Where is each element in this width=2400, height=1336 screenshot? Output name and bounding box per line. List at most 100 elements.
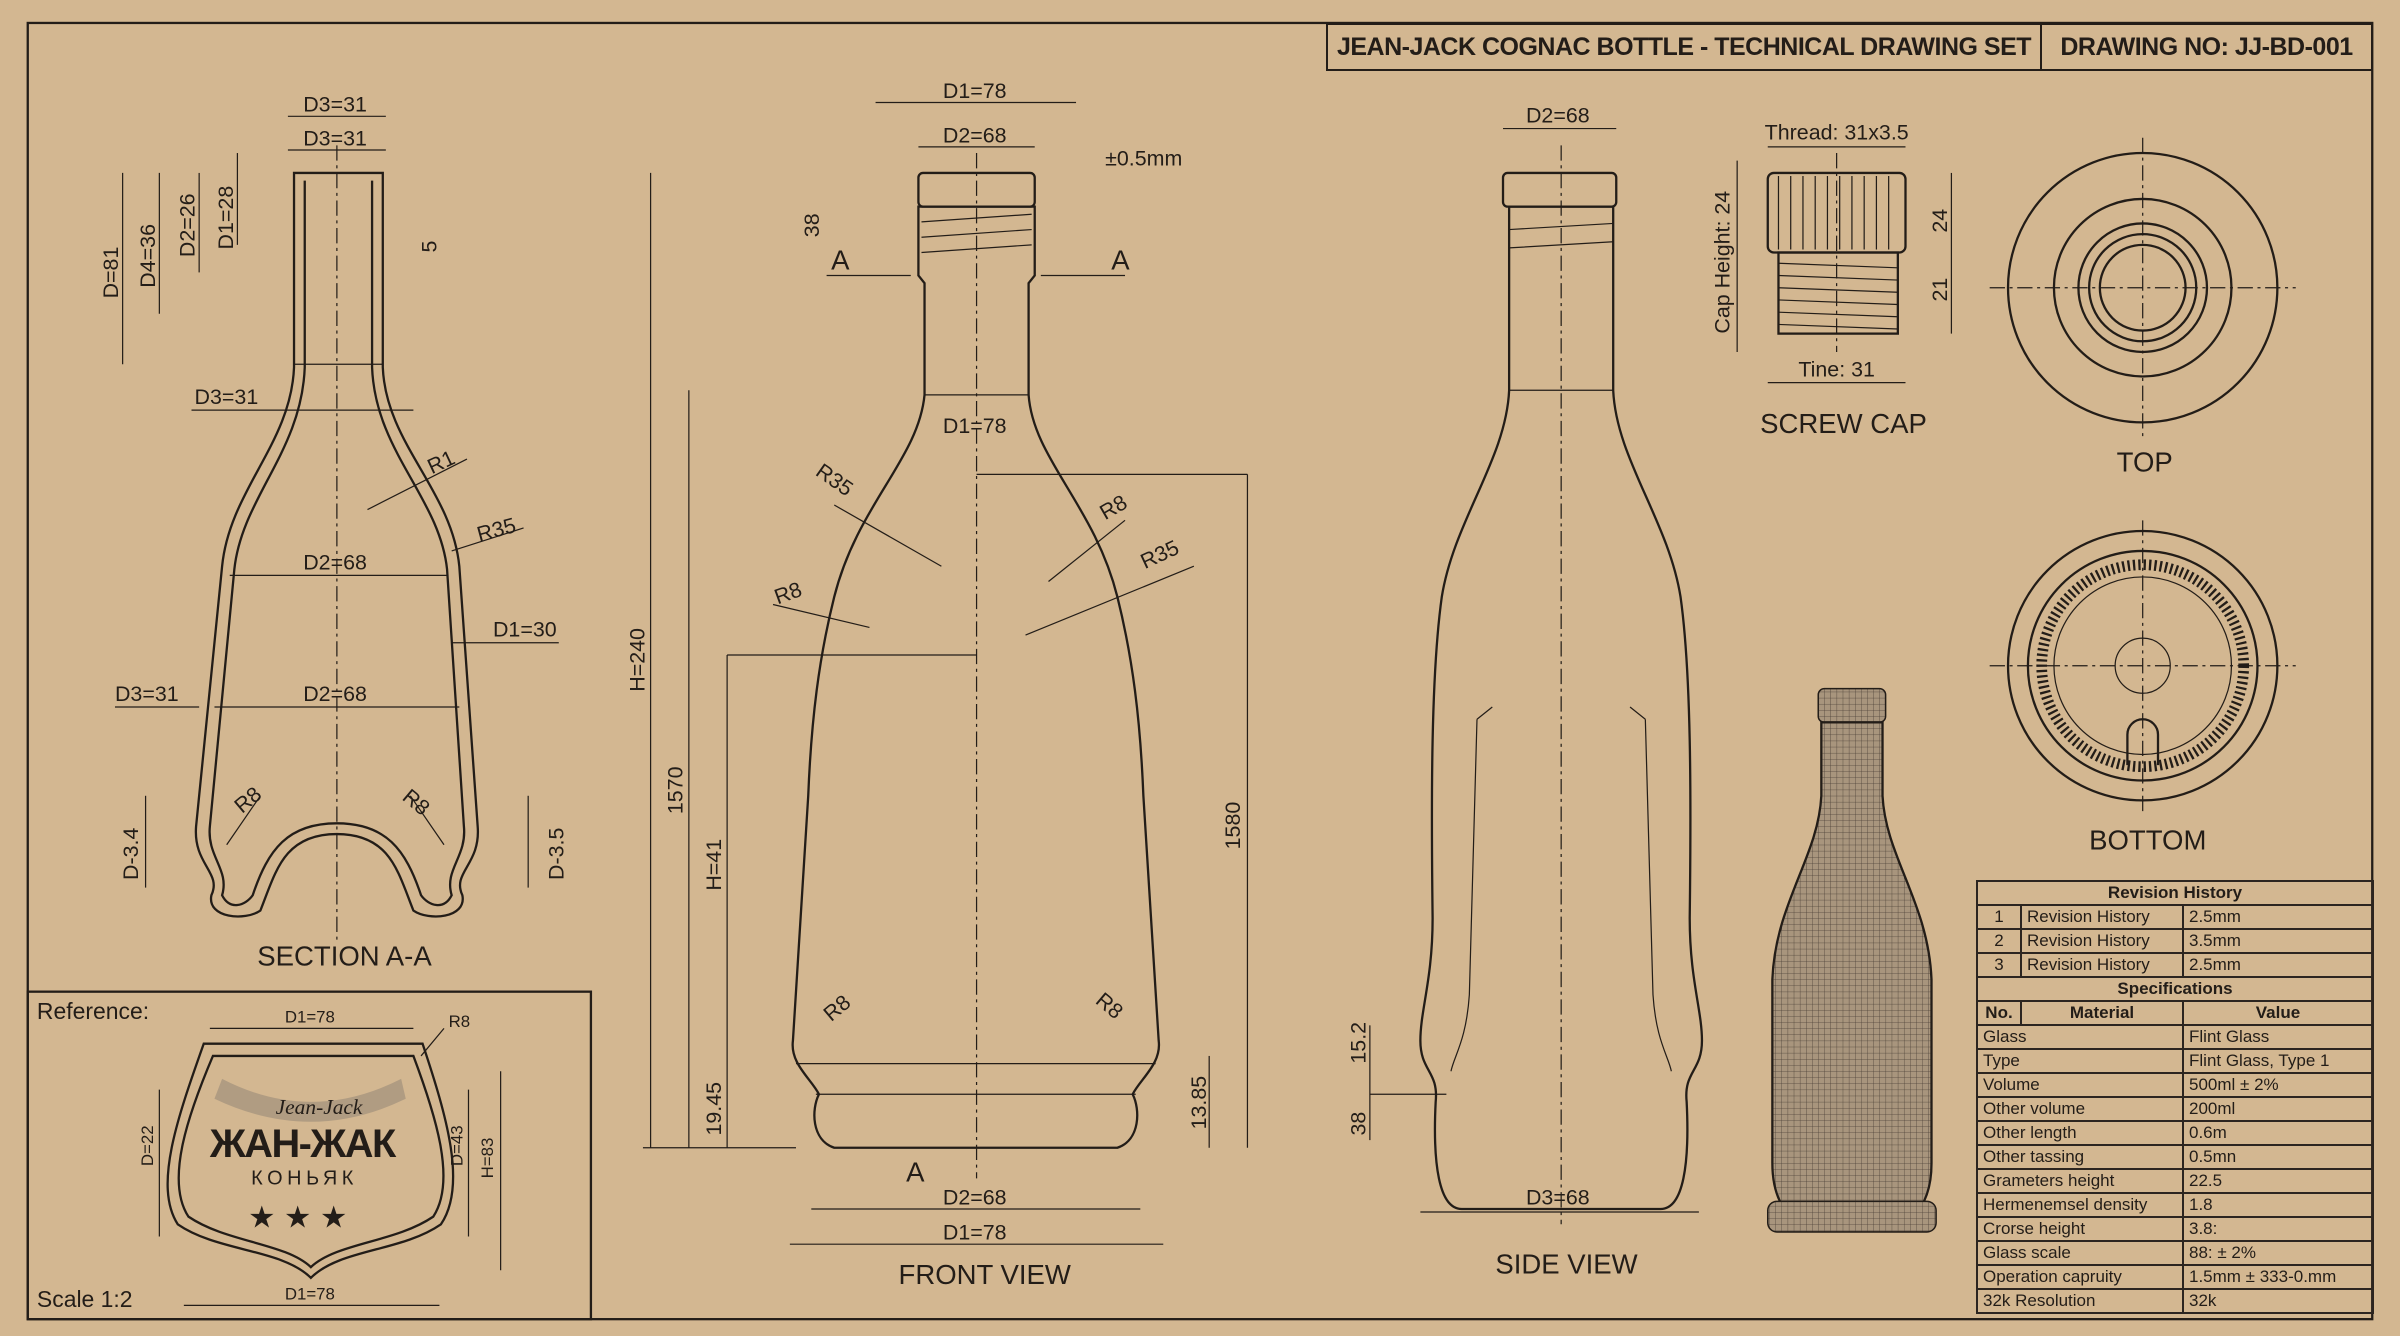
dim-label: D2=68: [303, 682, 367, 706]
dim-label: 38: [800, 213, 824, 237]
spec-value: 500ml ± 2%: [2182, 1072, 2374, 1098]
reference-panel: Reference: Scale 1:2 Jean-Jack ЖАН-ЖАК К…: [26, 990, 593, 1321]
spec-key: Other volume: [1976, 1096, 2184, 1122]
title-block: JEAN-JACK COGNAC BOTTLE - TECHNICAL DRAW…: [1326, 23, 2373, 71]
dim-label: 1570: [664, 766, 688, 814]
logo-script: Jean-Jack: [276, 1095, 363, 1119]
rev-value: 2.5mm: [2182, 904, 2374, 930]
screw-cap-view: Thread: 31x3.5 Cap Height: 24 24 21 Tine…: [1711, 120, 1953, 439]
dim-label: Thread: 31x3.5: [1765, 120, 1909, 144]
dim-label: D1=30: [493, 618, 557, 642]
spec-key: Other tassing: [1976, 1144, 2184, 1170]
dim-label: D=43: [447, 1125, 466, 1166]
spec-key: Operation capruity: [1976, 1264, 2184, 1290]
spec-key: Crorse height: [1976, 1216, 2184, 1242]
rev-label: Revision History: [2020, 904, 2184, 930]
dim-label: R8: [449, 1012, 471, 1031]
side-view: D2=68 15.2 38 D3=68 SIDE VIEW: [1346, 103, 1704, 1279]
dim-label: H=83: [478, 1138, 497, 1179]
spec-key: Volume: [1976, 1072, 2184, 1098]
view-title-section: SECTION A-A: [257, 941, 432, 972]
section-marker: A: [1111, 244, 1130, 275]
dim-label: D3=31: [195, 385, 259, 409]
dim-label: 5: [417, 241, 441, 253]
drawing-title: JEAN-JACK COGNAC BOTTLE - TECHNICAL DRAW…: [1328, 25, 2042, 69]
front-view: D1=78 D2=68 ±0.5mm 38 A A D1=78 R35 R8 R…: [625, 79, 1249, 1290]
dim-label: D2=26: [176, 193, 200, 257]
dim-label: H=41: [702, 839, 726, 891]
top-view: TOP: [1989, 137, 2296, 477]
spec-key: Glass scale: [1976, 1240, 2184, 1266]
view-title-bottom: BOTTOM: [2089, 824, 2206, 855]
dim-label: R8: [398, 784, 434, 820]
spec-key: Other length: [1976, 1120, 2184, 1146]
dim-label: D4=36: [136, 224, 160, 288]
spec-value: 0.6m: [2182, 1120, 2374, 1146]
rev-no: 3: [1976, 952, 2022, 978]
view-title-side: SIDE VIEW: [1495, 1248, 1637, 1279]
dim-label: D2=68: [1526, 103, 1590, 127]
dim-label: Tine: 31: [1798, 357, 1875, 381]
spec-value: 200ml: [2182, 1096, 2374, 1122]
dim-label: D1=78: [943, 79, 1007, 103]
rev-value: 3.5mm: [2182, 928, 2374, 954]
dim-label: D-3.5: [544, 828, 568, 880]
dim-label: D2=68: [943, 1185, 1007, 1209]
dim-label: R8: [771, 577, 805, 609]
logo-sub: КОНЬЯК: [251, 1167, 358, 1189]
dim-label: D1=78: [285, 1007, 335, 1026]
dim-label: D3=31: [303, 93, 367, 117]
dim-label: D=22: [138, 1125, 157, 1166]
spec-value: 32k: [2182, 1288, 2374, 1314]
spec-value: 1.8: [2182, 1192, 2374, 1218]
spec-key: Hermenemsel density: [1976, 1192, 2184, 1218]
dim-label: R35: [1137, 535, 1183, 573]
rev-value: 2.5mm: [2182, 952, 2374, 978]
dim-label: R8: [1096, 490, 1132, 524]
dim-label: D1=78: [285, 1284, 335, 1303]
dim-label: D3=31: [303, 126, 367, 150]
spec-value: Flint Glass: [2182, 1024, 2374, 1050]
dim-label: D3=31: [115, 682, 179, 706]
dim-label: D1=78: [943, 1221, 1007, 1245]
spec-value: 3.8:: [2182, 1216, 2374, 1242]
dim-label: D-3.4: [119, 828, 143, 880]
dim-label: 38: [1346, 1112, 1370, 1136]
dim-label: 15.2: [1346, 1022, 1370, 1064]
dim-label: D2=68: [943, 123, 1007, 147]
dim-label: 24: [1928, 209, 1952, 233]
dim-label: D1=28: [214, 186, 238, 250]
dim-label: Cap Height: 24: [1711, 191, 1735, 334]
dim-label: 19.45: [702, 1082, 726, 1136]
dim-label: R8: [819, 990, 855, 1026]
section-marker: A: [831, 244, 850, 275]
spec-key: Grameters height: [1976, 1168, 2184, 1194]
view-title-cap: SCREW CAP: [1760, 408, 1927, 439]
view-title-top: TOP: [2117, 446, 2173, 477]
rev-no: 2: [1976, 928, 2022, 954]
spec-value: 88: ± 2%: [2182, 1240, 2374, 1266]
drawing-number: DRAWING NO: JJ-BD-001: [2060, 32, 2353, 61]
col-header-no: No.: [1976, 1000, 2022, 1026]
reference-label: Reference:: [37, 998, 149, 1024]
revision-history-heading: Revision History: [1976, 880, 2374, 906]
rev-no: 1: [1976, 904, 2022, 930]
spec-value: 0.5mn: [2182, 1144, 2374, 1170]
spec-value: 1.5mm ± 333-0.mm: [2182, 1264, 2374, 1290]
dim-label: R8: [230, 782, 266, 818]
logo-stars: ★ ★ ★: [248, 1200, 347, 1234]
